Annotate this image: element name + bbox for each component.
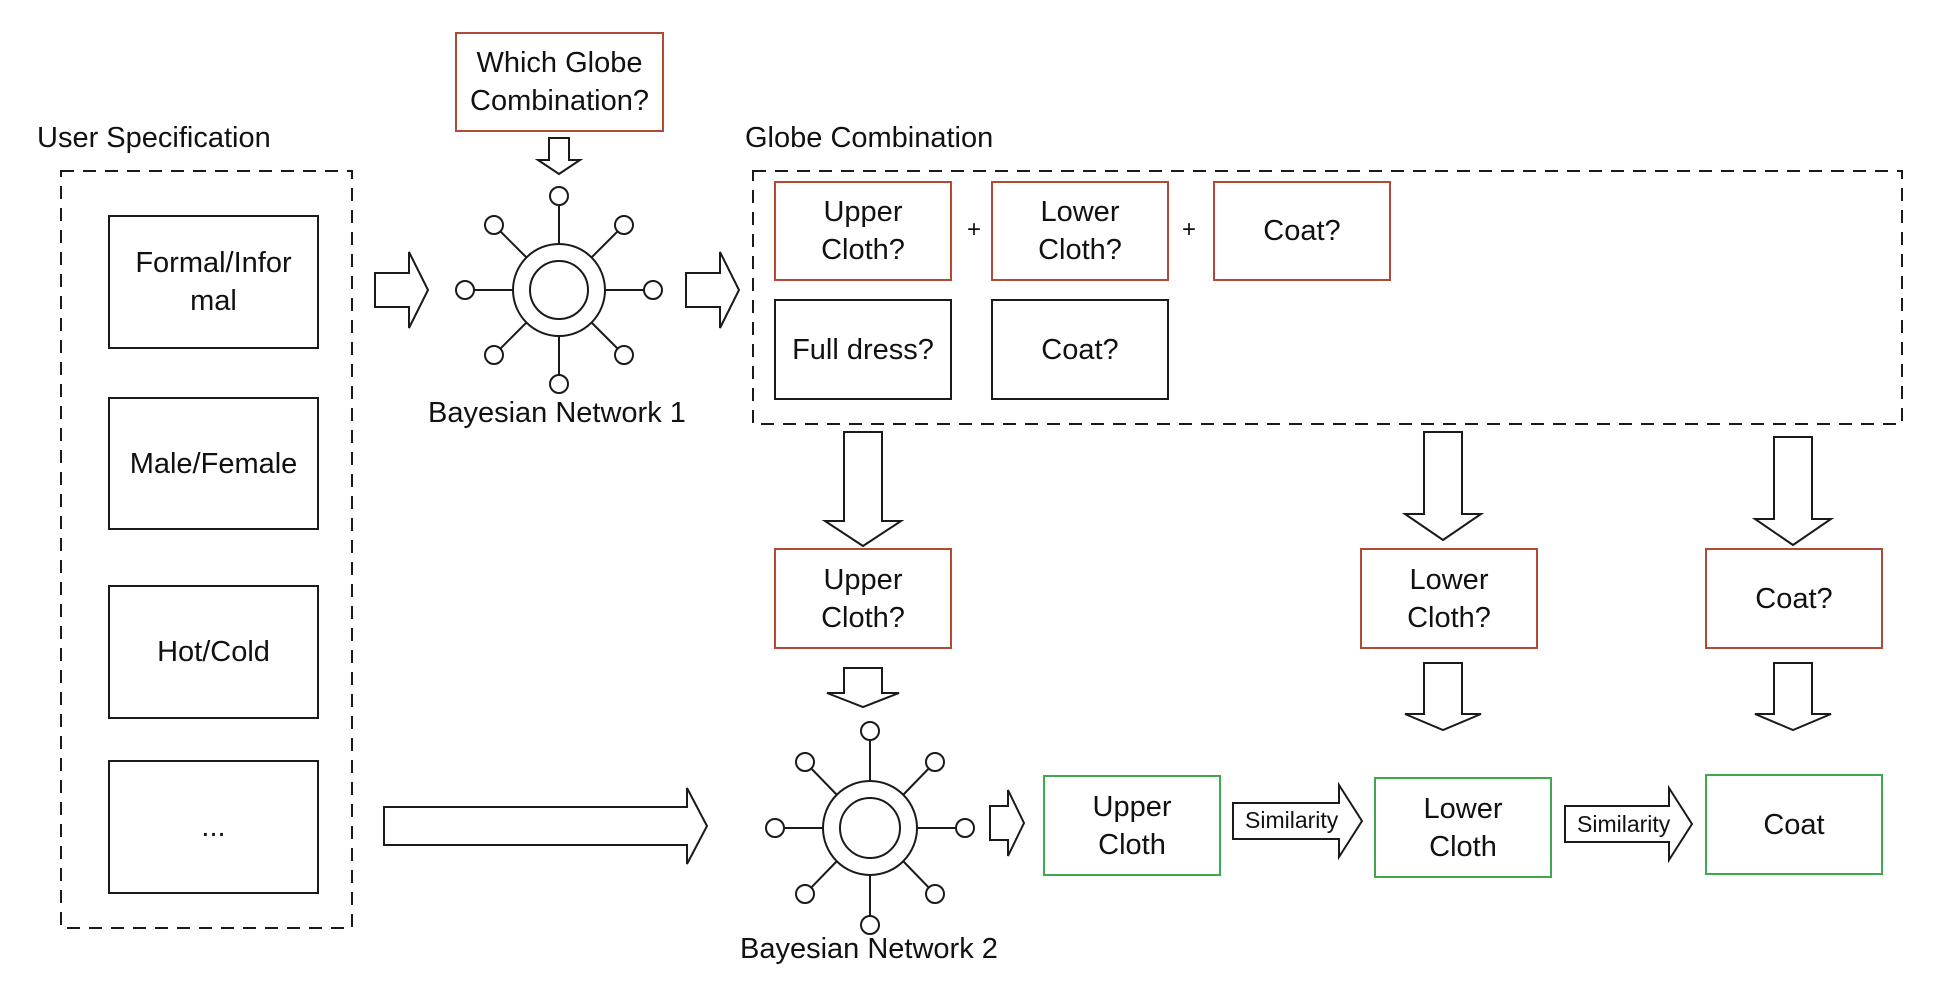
arrow-globe-to-upper bbox=[821, 431, 905, 548]
similarity-arrow-2 bbox=[1564, 784, 1694, 864]
arrow-query-to-network1 bbox=[534, 137, 584, 176]
spec-item-gender: Male/Female bbox=[108, 397, 319, 530]
network2-caption: Bayesian Network 2 bbox=[740, 933, 998, 965]
user-spec-group bbox=[60, 170, 353, 929]
output-upper-cloth: Upper Cloth bbox=[1043, 775, 1221, 876]
similarity-arrow-1 bbox=[1232, 781, 1364, 861]
bayesian-network-2-icon bbox=[765, 721, 975, 935]
globe-coat: Coat? bbox=[1213, 181, 1391, 281]
arrow-lower-to-output bbox=[1404, 662, 1482, 732]
arrow-network1-to-globe bbox=[685, 251, 741, 329]
globe-lower-cloth: Lower Cloth? bbox=[991, 181, 1169, 281]
arrow-network2-to-output bbox=[989, 789, 1026, 857]
globe-full-dress: Full dress? bbox=[774, 299, 952, 400]
mid-upper-cloth: Upper Cloth? bbox=[774, 548, 952, 649]
mid-coat: Coat? bbox=[1705, 548, 1883, 649]
globe-combination-group bbox=[752, 170, 1903, 425]
user-spec-title: User Specification bbox=[37, 122, 271, 154]
query-box: Which Globe Combination? bbox=[455, 32, 664, 132]
arrow-spec-to-network2 bbox=[383, 787, 709, 865]
plus-sign-2: + bbox=[1182, 216, 1197, 243]
mid-lower-cloth: Lower Cloth? bbox=[1360, 548, 1538, 649]
arrow-globe-to-lower bbox=[1401, 431, 1485, 542]
output-coat: Coat bbox=[1705, 774, 1883, 875]
bayesian-network-1-icon bbox=[455, 186, 663, 394]
similarity-label-1: Similarity bbox=[1245, 807, 1339, 833]
arrow-coat-to-output bbox=[1754, 662, 1832, 732]
globe-coat-alt: Coat? bbox=[991, 299, 1169, 400]
network1-caption: Bayesian Network 1 bbox=[428, 397, 686, 429]
plus-sign-1: + bbox=[967, 216, 982, 243]
spec-item-more: ... bbox=[108, 760, 319, 894]
globe-combination-title: Globe Combination bbox=[745, 122, 994, 154]
spec-item-formality: Formal/Infor mal bbox=[108, 215, 319, 349]
arrow-globe-to-coat bbox=[1751, 436, 1835, 547]
arrow-spec-to-network1 bbox=[374, 251, 430, 329]
arrow-upper-to-network2 bbox=[826, 667, 900, 709]
output-lower-cloth: Lower Cloth bbox=[1374, 777, 1552, 878]
similarity-label-2: Similarity bbox=[1577, 811, 1671, 837]
spec-item-weather: Hot/Cold bbox=[108, 585, 319, 719]
globe-upper-cloth: Upper Cloth? bbox=[774, 181, 952, 281]
